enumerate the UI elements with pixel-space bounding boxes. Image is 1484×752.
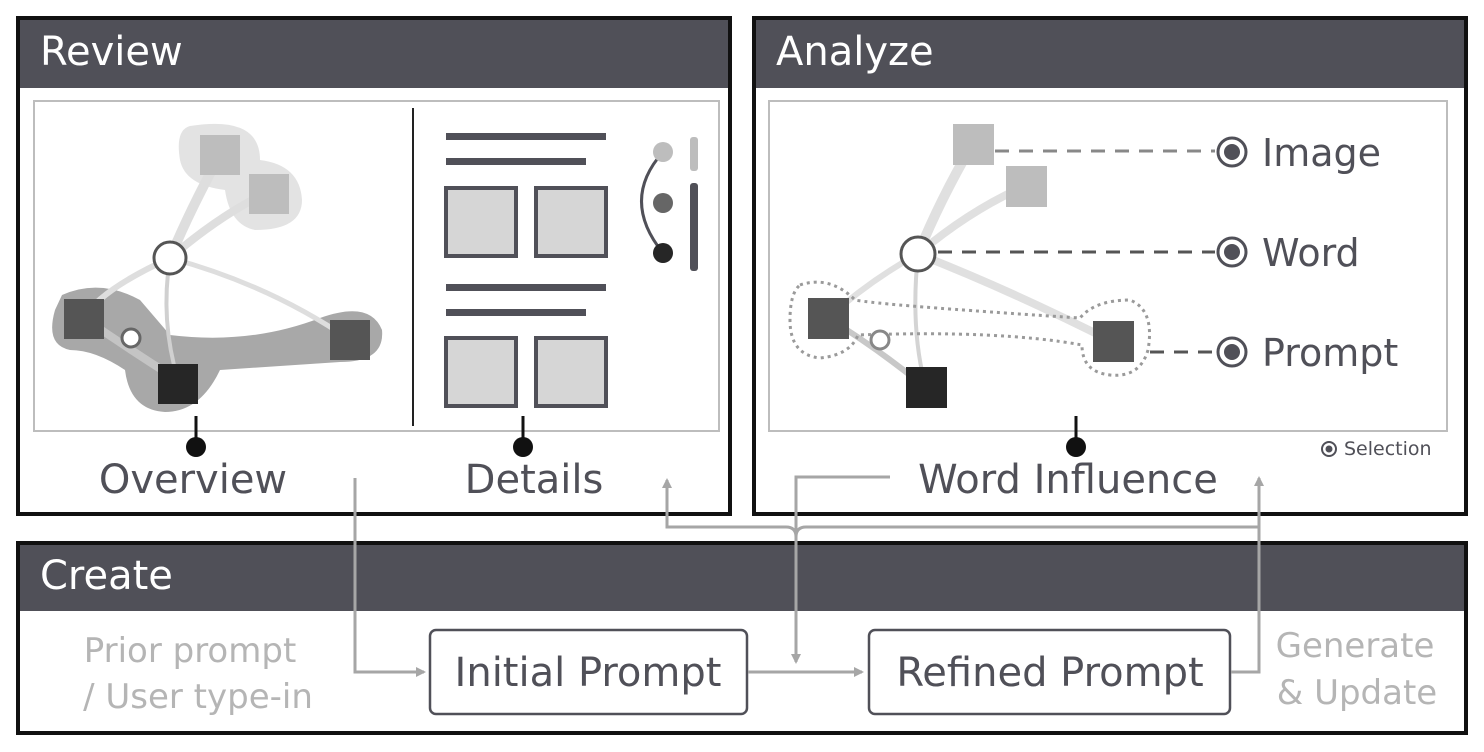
word-influence-label: Word Influence [918,457,1218,503]
prior-prompt-text: Prior prompt [84,631,297,671]
generate-to-analyze-arrow [1231,476,1264,674]
word-influence-graph [788,124,1151,408]
update-text: & Update [1277,673,1437,713]
details-image-thumb [444,336,518,408]
legend-image-label: Image [1262,131,1381,175]
prompt-selection-outline [788,280,1151,377]
details-scroll-indicator [690,137,698,171]
details-timeline-dot [653,193,673,213]
influence-image-node [906,367,947,408]
overview-image-node [200,135,240,175]
overview-label: Overview [99,457,287,503]
details-label: Details [465,457,604,503]
overview-image-node [158,364,198,404]
legend-prompt-label: Prompt [1262,331,1398,375]
analyze-title: Analyze [776,29,934,75]
influence-legend: Image Word Prompt [938,131,1398,375]
overview-to-initial-arrow [353,478,426,677]
overview-image-node [249,174,289,214]
influence-image-node [808,298,849,339]
details-timeline-dot [653,243,673,263]
overview-image-node [64,299,104,339]
review-title: Review [40,29,183,75]
influence-word-node [869,329,891,351]
details-pin [513,437,533,457]
overview-pin [186,437,206,457]
analyze-panel: Analyze Image [752,16,1468,516]
generate-text: Generate [1276,626,1435,666]
review-panel: Review [16,16,732,516]
create-panel: Create Prior prompt / User type-in Initi… [16,541,1468,735]
details-image-thumb [534,186,608,258]
overview-word-node [120,327,142,349]
overview-image-node [330,320,370,360]
selection-note: Selection [1344,438,1432,460]
user-type-in-text: / User type-in [83,677,313,717]
details-image-thumb [444,186,518,258]
influence-image-node [1093,321,1134,362]
influence-image-node [953,124,994,165]
generate-to-review-arrow [662,478,1259,538]
analyze-header [756,20,1464,88]
review-header [20,20,728,88]
details-mock [444,133,698,408]
flow-arrows [353,475,1264,677]
details-image-thumb [534,336,608,408]
word-influence-pin [1066,437,1086,457]
create-title: Create [40,553,173,599]
legend-word-label: Word [1262,231,1360,275]
influence-word-node [899,235,937,273]
create-header [20,545,1464,611]
details-timeline-dot [653,142,673,162]
refined-prompt-box[interactable]: Refined Prompt [867,628,1232,716]
details-scroll-indicator [690,183,698,271]
initial-prompt-label: Initial Prompt [455,650,722,696]
overview-graph [52,123,383,412]
initial-prompt-box[interactable]: Initial Prompt [428,628,749,716]
refined-prompt-label: Refined Prompt [896,650,1203,696]
influence-image-node [1006,166,1047,207]
overview-word-node [152,240,188,276]
word-influence-to-prompt-arrow [791,475,890,664]
